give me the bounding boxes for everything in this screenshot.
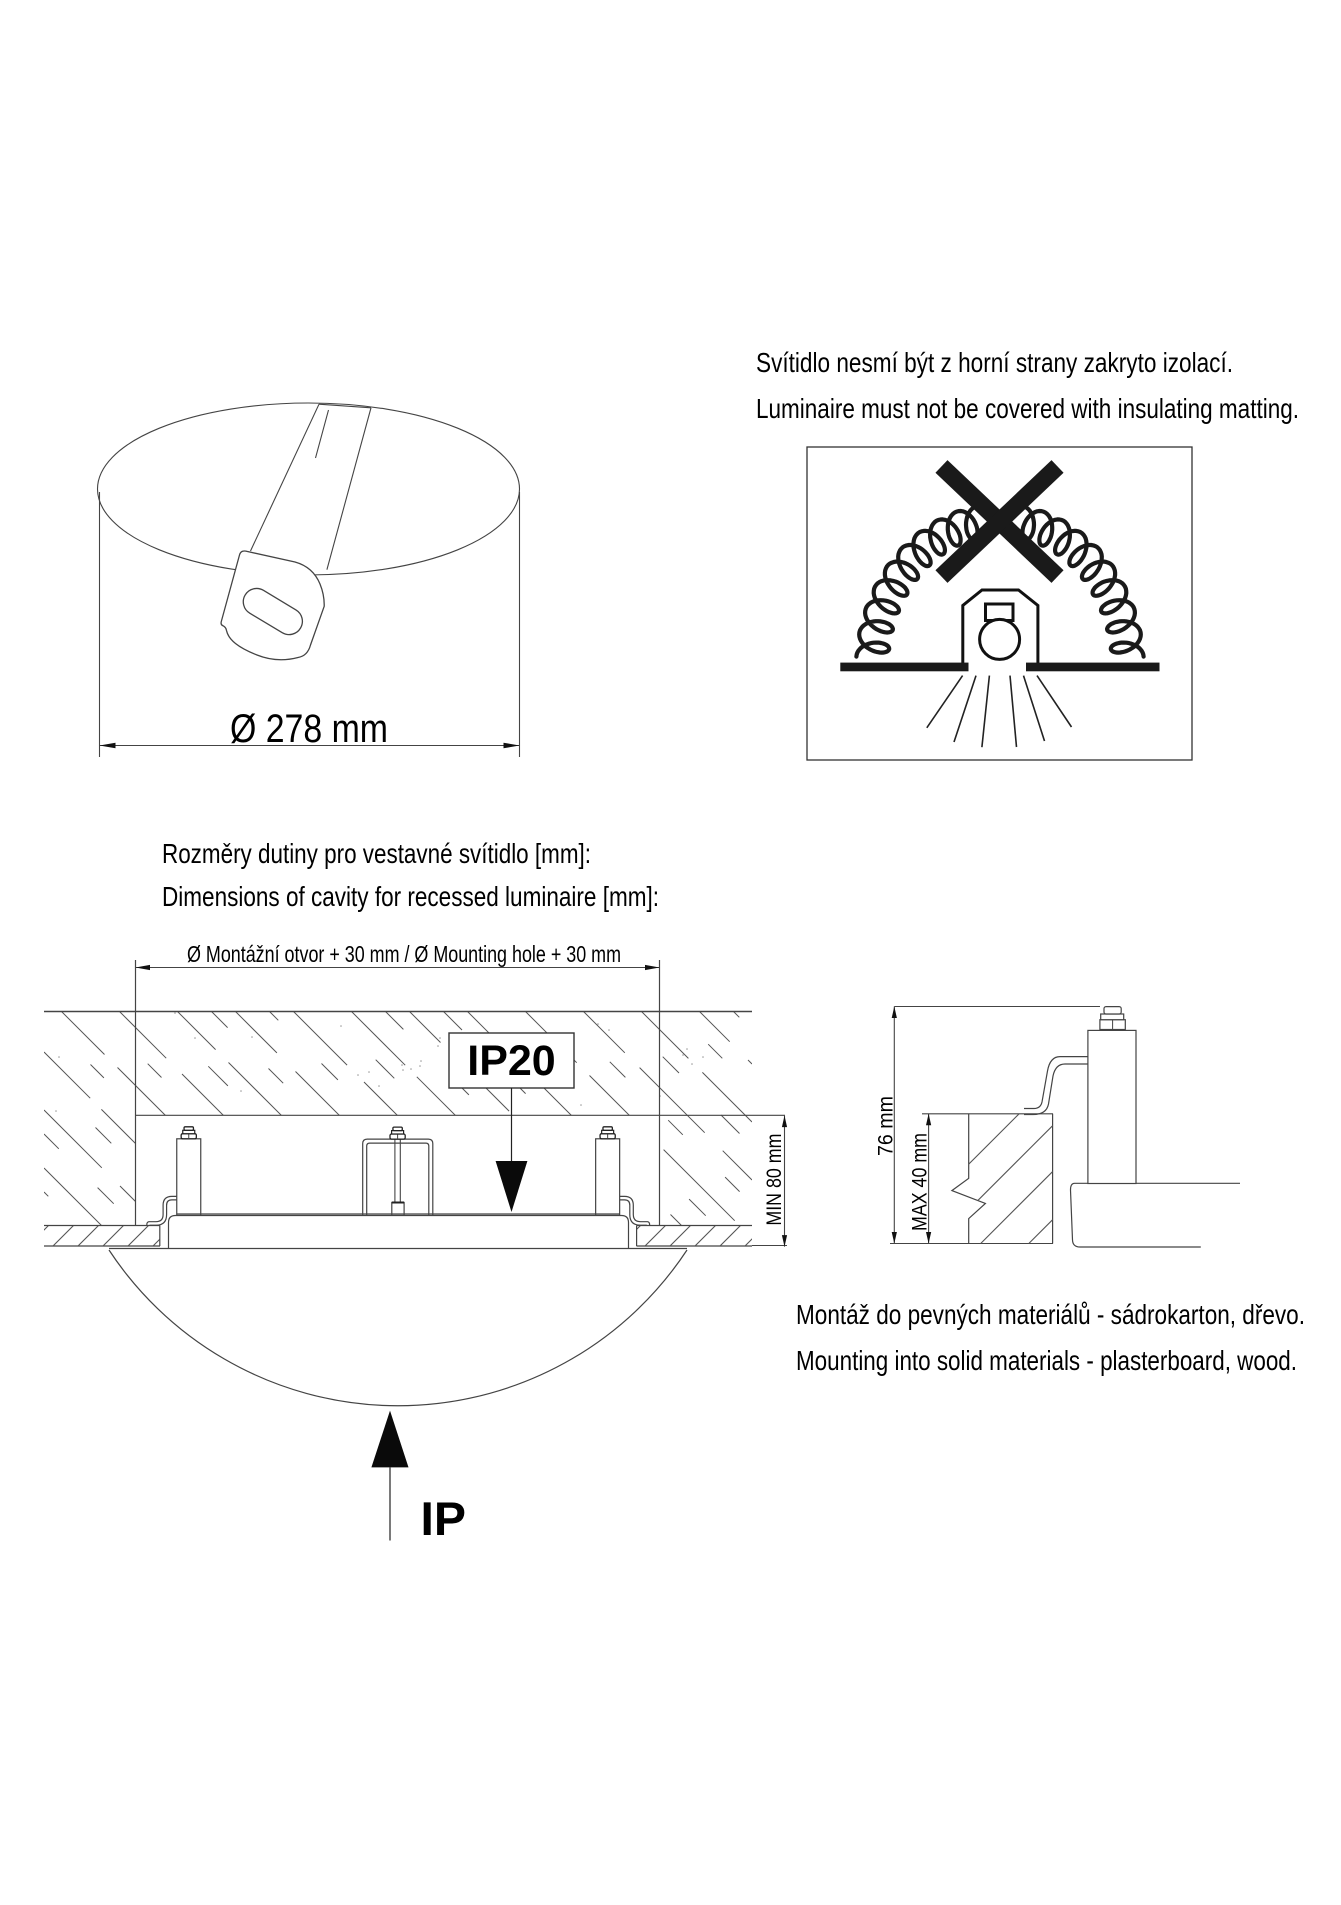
svg-text:Svítidlo nesmí být z horní str: Svítidlo nesmí být z horní strany zakryt… — [756, 347, 1233, 378]
svg-text:Mounting into solid materials: Mounting into solid materials - plasterb… — [796, 1345, 1297, 1376]
svg-text:Rozměry dutiny pro vestavné sv: Rozměry dutiny pro vestavné svítidlo [mm… — [162, 838, 591, 869]
svg-text:Montáž do pevných materiálů -: Montáž do pevných materiálů - sádrokarto… — [796, 1299, 1305, 1330]
svg-text:Dimensions of cavity for reces: Dimensions of cavity for recessed lumina… — [162, 881, 659, 912]
svg-text:Ø 278 mm: Ø 278 mm — [230, 707, 388, 751]
svg-text:Ø Montážní otvor + 30 mm / Ø M: Ø Montážní otvor + 30 mm / Ø Mounting ho… — [187, 941, 621, 967]
svg-text:MIN 80 mm: MIN 80 mm — [762, 1134, 786, 1226]
svg-text:MAX 40 mm: MAX 40 mm — [908, 1133, 932, 1231]
svg-text:IP20: IP20 — [467, 1037, 555, 1085]
svg-text:IP: IP — [421, 1492, 467, 1545]
svg-text:76 mm: 76 mm — [874, 1096, 898, 1156]
svg-text:Luminaire must not be covered: Luminaire must not be covered with insul… — [756, 393, 1299, 424]
